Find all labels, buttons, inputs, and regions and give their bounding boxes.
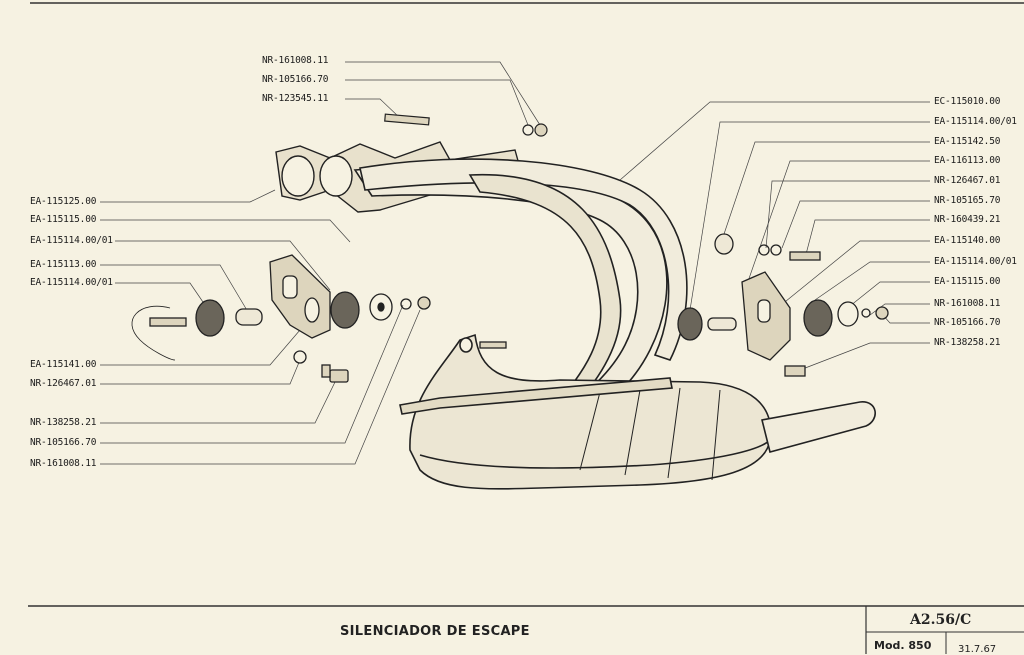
label-nr-126467-01-right: NR-126467.01 <box>934 175 1001 186</box>
label-ea-115142-50: EA-115142.50 <box>934 136 1001 147</box>
label-ea-115115-00-right: EA-115115.00 <box>934 276 1001 287</box>
label-ea-115113-00: EA-115113.00 <box>30 259 97 270</box>
label-ea-115114-00-01-right-b: EA-115114.00/01 <box>934 256 1017 267</box>
label-ea-115140-00: EA-115140.00 <box>934 235 1001 246</box>
top-hardware <box>384 113 548 137</box>
label-ea-115115-00-left: EA-115115.00 <box>30 214 97 225</box>
leader-lines-right <box>619 101 930 371</box>
label-nr-161008-11-right: NR-161008.11 <box>934 298 1001 309</box>
model-label: Mod. 850 <box>874 639 932 652</box>
sheet-date: 31.7.67 <box>958 644 997 655</box>
label-nr-138258-21-left: NR-138258.21 <box>30 417 97 428</box>
label-ea-115114-00-01-left-a: EA-115114.00/01 <box>30 235 113 246</box>
sheet-code: A2.56/C <box>910 612 972 628</box>
label-nr-138258-21-right: NR-138258.21 <box>934 337 1001 348</box>
leader-lines-left <box>100 189 421 465</box>
label-nr-126467-01-left: NR-126467.01 <box>30 378 97 389</box>
label-ec-115010-00: EC-115010.00 <box>934 96 1001 107</box>
label-ea-115125-00: EA-115125.00 <box>30 196 97 207</box>
label-nr-161008-11-left: NR-161008.11 <box>30 458 97 469</box>
label-ea-116113-00: EA-116113.00 <box>934 155 1001 166</box>
right-mount-hardware <box>479 233 889 377</box>
label-nr-160439-21: NR-160439.21 <box>934 214 1001 225</box>
label-nr-105166-70-left: NR-105166.70 <box>30 437 97 448</box>
left-mount-hardware <box>131 254 431 383</box>
label-ea-115141-00: EA-115141.00 <box>30 359 97 370</box>
label-nr-105166-70-top: NR-105166.70 <box>262 74 329 85</box>
label-nr-123545-11: NR-123545.11 <box>262 93 329 104</box>
silencer <box>399 333 876 490</box>
label-ea-115114-00-01-right-a: EA-115114.00/01 <box>934 116 1017 127</box>
label-ea-115114-00-01-left-b: EA-115114.00/01 <box>30 277 113 288</box>
leader-lines-top <box>345 61 541 126</box>
sheet-title: SILENCIADOR DE ESCAPE <box>340 624 530 639</box>
label-nr-105166-70-right: NR-105166.70 <box>934 317 1001 328</box>
label-nr-161008-11-top: NR-161008.11 <box>262 55 329 66</box>
label-nr-105165-70: NR-105165.70 <box>934 195 1001 206</box>
